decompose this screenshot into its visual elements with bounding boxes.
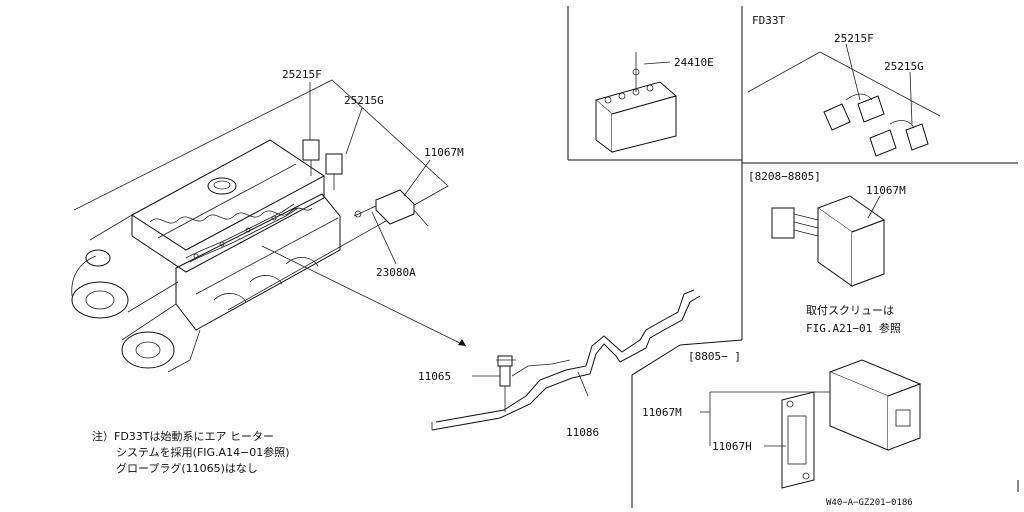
label-range2-11067m: 11067M [642,406,682,419]
label-11065: 11065 [418,370,451,383]
leader-lines [261,82,589,397]
label-11067h: 11067H [712,440,752,453]
label-11086: 11086 [566,426,599,439]
drawing-code: W40−A−GZ201−0186 [826,498,913,508]
footnote-line-2: システムを採用(FIG.A14−01参照) [116,445,290,459]
battery-illustration [594,52,678,153]
label-23080a: 23080A [376,266,416,279]
mounting-screw-note: 取付スクリューは [806,304,894,317]
label-25215g: 25215G [344,94,384,107]
controller-old-illustration [771,195,886,287]
label-11067m: 11067M [424,146,464,159]
label-fd33t-25215g: 25215G [884,60,924,73]
label-25215f: 25215F [282,68,322,81]
fd33t-relays-illustration [747,43,941,157]
controller-new-illustration [700,359,922,489]
fd33t-title: FD33T [752,14,785,27]
footnote-line-1: 注）FD33Tは始動系にエア ヒーター [92,429,274,443]
label-24410e: 24410E [674,56,714,69]
range-label-8805: [8805− ] [688,350,741,363]
range-label-8208-8805: [8208−8805] [748,170,821,183]
label-range1-11067m: 11067M [866,184,906,197]
engine-illustration [71,79,449,373]
glow-plug-harness [431,289,701,431]
footnote-line-3: グロープラグ(11065)はなし [116,461,258,475]
figure-reference-note: FIG.A21−01 参照 [806,321,901,335]
panel-frame-lines [567,6,1019,508]
label-fd33t-25215f: 25215F [834,32,874,45]
